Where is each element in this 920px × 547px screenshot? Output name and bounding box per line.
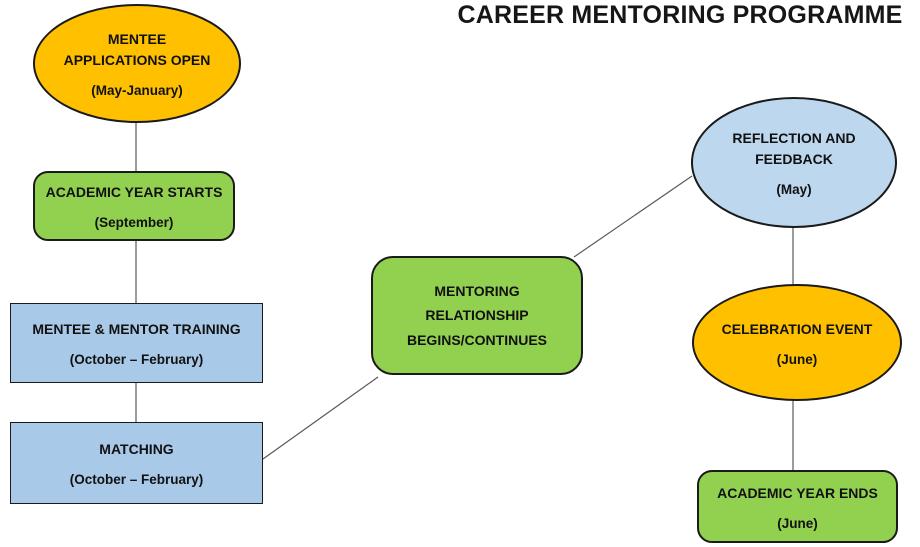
connector-mentoring-to-reflection (573, 175, 693, 258)
node-period: (October – February) (69, 352, 204, 367)
node-period: (September) (94, 215, 174, 230)
node-label: ACADEMIC YEAR STARTS (45, 184, 223, 200)
node-label: MENTEE APPLICATIONS OPEN (63, 31, 211, 68)
node-label: REFLECTION AND FEEDBACK (732, 130, 856, 167)
node-label: MENTEE & MENTOR TRAINING (32, 321, 241, 337)
node-label: MENTORING RELATIONSHIP BEGINS/CONTINUES (406, 282, 547, 348)
node-reflection-and-feedback: REFLECTION AND FEEDBACK (May) (691, 97, 897, 228)
node-mentee-mentor-training: MENTEE & MENTOR TRAINING (October – Febr… (10, 303, 263, 383)
node-mentee-applications-open: MENTEE APPLICATIONS OPEN (May-January) (33, 4, 241, 123)
node-mentoring-relationship: MENTORING RELATIONSHIP BEGINS/CONTINUES (371, 256, 583, 375)
node-matching: MATCHING (October – February) (10, 422, 263, 504)
node-period: (October – February) (69, 472, 204, 487)
node-period: (May) (776, 182, 812, 197)
node-celebration-event: CELEBRATION EVENT (June) (692, 284, 902, 401)
node-label: CELEBRATION EVENT (721, 320, 873, 337)
connector-matching-to-mentoring (262, 376, 379, 460)
page-title: CAREER MENTORING PROGRAMME (457, 1, 903, 29)
node-label: MATCHING (99, 441, 174, 457)
node-academic-year-starts: ACADEMIC YEAR STARTS (September) (33, 171, 235, 241)
node-period: (June) (777, 515, 818, 531)
node-academic-year-ends: ACADEMIC YEAR ENDS (June) (697, 470, 898, 543)
node-period: (May-January) (91, 83, 183, 98)
node-period: (June) (776, 351, 818, 367)
node-label: ACADEMIC YEAR ENDS (717, 484, 878, 501)
